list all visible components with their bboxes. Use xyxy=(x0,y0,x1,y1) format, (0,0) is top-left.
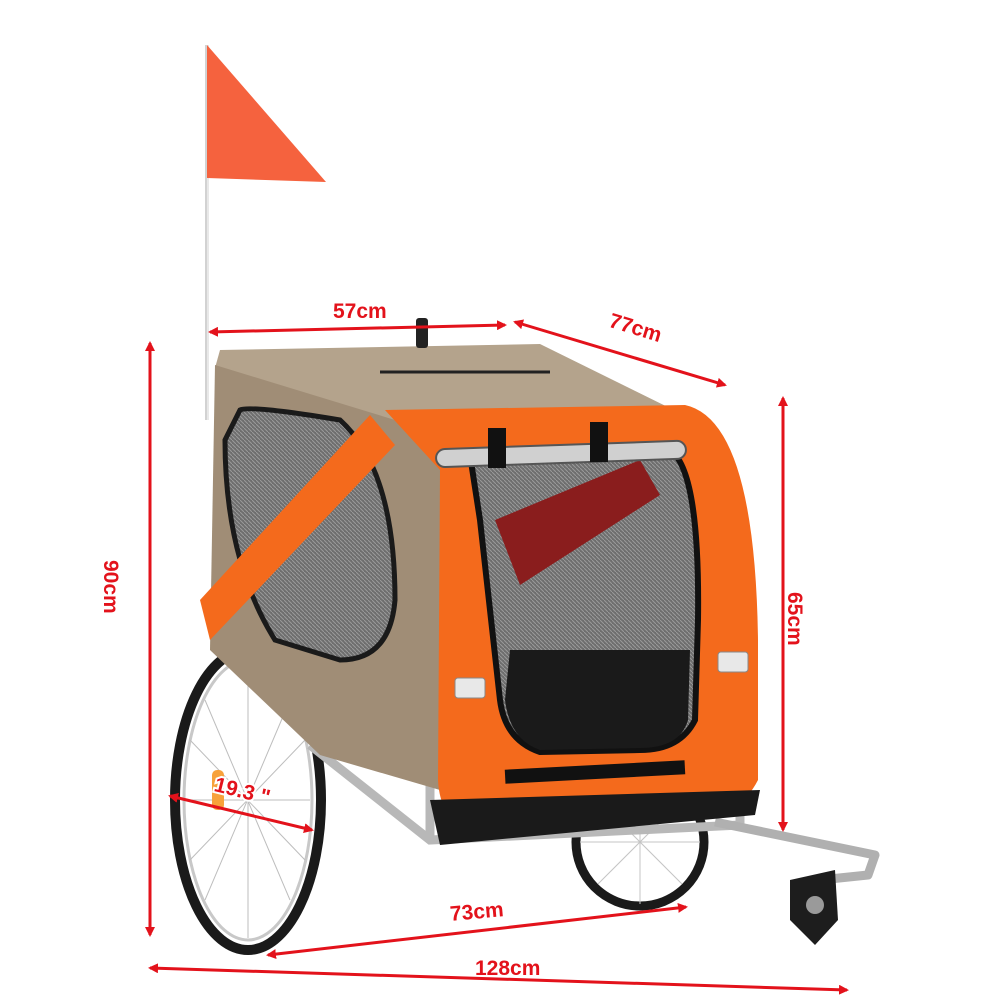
tow-bar xyxy=(714,817,880,945)
safety-flag xyxy=(205,45,326,420)
dim-line-73 xyxy=(266,902,688,960)
dimension-lines xyxy=(145,319,849,995)
dim-label-65: 65cm xyxy=(783,592,806,646)
dim-line-128 xyxy=(148,963,849,995)
dim-label-57: 57cm xyxy=(333,300,387,323)
dim-label-128: 128cm xyxy=(475,957,540,980)
dim-line-77 xyxy=(513,319,727,388)
dim-label-90: 90cm xyxy=(99,560,122,614)
dim-line-57 xyxy=(208,320,507,337)
dim-line-19-3 xyxy=(168,793,314,833)
dim-label-77: 77cm xyxy=(606,309,664,347)
dim-label-73: 73cm xyxy=(449,898,505,926)
